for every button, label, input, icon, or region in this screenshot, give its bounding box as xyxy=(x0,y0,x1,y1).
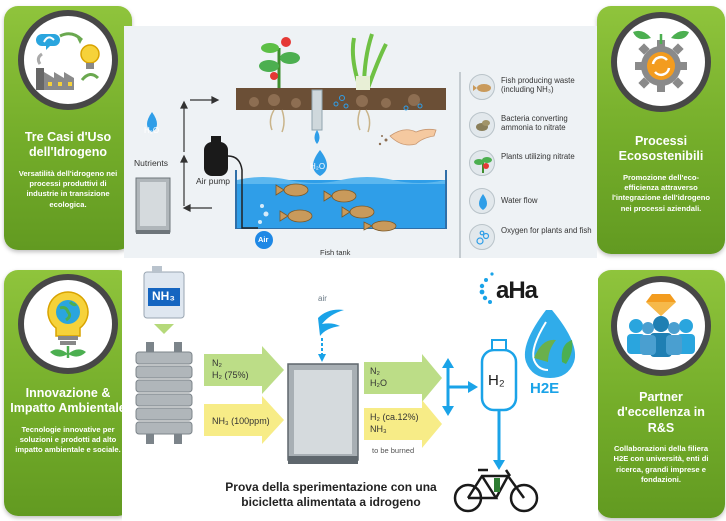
output-n2-label: N₂ xyxy=(370,366,380,376)
card-tre-casi-uso: Tre Casi d'Uso dell'Idrogeno Versatilità… xyxy=(4,6,132,250)
output-h2o-label: H₂O xyxy=(370,378,387,388)
aquaponics-illustration xyxy=(135,33,461,258)
bacteria-icon xyxy=(469,112,495,138)
nutrients-label: Nutrients xyxy=(134,158,169,168)
nh3-tank-label: NH₃ xyxy=(152,289,175,303)
water-drop-icon xyxy=(147,112,157,132)
water-drop-icon xyxy=(469,188,495,214)
legend-item: Fish producing waste (including NH₃) xyxy=(469,74,597,108)
legend-item: Water flow xyxy=(469,188,597,222)
legend-label: Fish producing waste (including NH₃) xyxy=(501,76,575,95)
aha-logo-text: aHa xyxy=(496,277,538,304)
card-icon-ring xyxy=(611,12,711,112)
ammonia-hydrogen-process: NH₃ air N₂ H₂ (75%) NH₃ (100ppm) N₂ H₂O … xyxy=(122,258,598,521)
legend-item: Plants utilizing nitrate xyxy=(469,150,597,184)
card-icon-ring xyxy=(18,10,118,110)
fish-icon xyxy=(469,74,495,100)
h2-cylinder-label: H₂ xyxy=(488,372,505,389)
output-h2-label: H₂ (ca.12%) xyxy=(370,412,419,422)
legend-label: Water flow xyxy=(501,196,538,205)
process-illustration xyxy=(135,266,576,513)
input-h2-label: H₂ (75%) xyxy=(212,370,249,380)
aha-logo xyxy=(479,272,494,304)
legend-item: Oxygen for plants and fish xyxy=(469,224,597,258)
input-n2-label: N₂ xyxy=(212,358,222,368)
plant-icon xyxy=(259,37,300,133)
card-icon-ring xyxy=(18,274,118,374)
card-title: Processi Ecosostenibili xyxy=(618,134,704,164)
air-bubble-label: Air xyxy=(258,235,269,244)
h2o-label: H₂O xyxy=(144,126,160,135)
card-partner-eccellenza: Partner d'eccellenza in R&S Collaborazio… xyxy=(597,270,725,518)
industry-idea-icon xyxy=(36,32,100,90)
card-title: Partner d'eccellenza in R&S xyxy=(617,390,705,435)
input-nh3-label: NH₃ (100ppm) xyxy=(212,416,270,426)
bubbles-icon xyxy=(469,224,495,250)
card-description: Collaborazioni della filiera H2E con uni… xyxy=(613,443,709,485)
air-label: air xyxy=(318,294,327,303)
legend-label: Plants utilizing nitrate xyxy=(501,152,575,161)
experiment-caption: Prova della sperimentazione con una bici… xyxy=(225,480,437,509)
card-description: Versatilità dell'idrogeno nei processi p… xyxy=(18,168,118,209)
card-description: Promozione dell'eco-efficienza attravers… xyxy=(611,172,711,213)
card-innovazione-impatto: Innovazione & Impatto Ambientale Tecnolo… xyxy=(4,270,132,516)
fish-tank-label: Fish tank xyxy=(320,248,351,257)
legend-label: Bacteria converting ammonia to nitrate xyxy=(501,114,568,133)
h2e-logo xyxy=(524,310,576,378)
card-icon-ring xyxy=(611,276,711,376)
output-nh3-label: NH₃ xyxy=(370,424,387,434)
card-processi-ecosostenibili: Processi Ecosostenibili Promozione dell'… xyxy=(597,6,725,254)
team-diamond-icon xyxy=(627,294,695,357)
fish-icon xyxy=(275,183,397,232)
bicycle-icon xyxy=(453,468,539,513)
legend-item: Bacteria converting ammonia to nitrate xyxy=(469,112,597,146)
card-description: Tecnologie innovative per soluzioni e pr… xyxy=(15,424,121,455)
air-pump-label: Air pump xyxy=(196,176,231,186)
card-title: Innovazione & Impatto Ambientale xyxy=(10,386,126,416)
legend-label: Oxygen for plants and fish xyxy=(501,226,592,235)
aquaponics-diagram: H₂O Nutrients Air pump H₂O Air Fish tank… xyxy=(124,26,597,258)
eco-gear-icon xyxy=(633,30,689,92)
to-be-burned-label: to be burned xyxy=(372,446,415,455)
card-title: Tre Casi d'Uso dell'Idrogeno xyxy=(24,130,112,160)
globe-bulb-plant-icon xyxy=(47,291,89,358)
h2o-center-label: H₂O xyxy=(310,162,326,171)
h2e-logo-text: H2E xyxy=(530,380,560,397)
plant-icon xyxy=(469,150,495,176)
